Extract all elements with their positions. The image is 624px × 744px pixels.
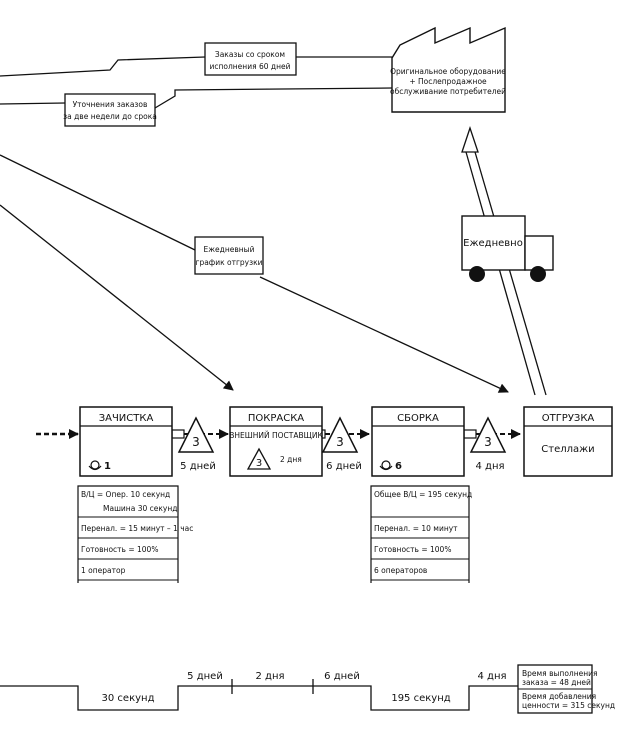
process-painting bbox=[229, 406, 323, 477]
shipment-arrow-head bbox=[461, 125, 479, 153]
painting-inventory-triangle bbox=[246, 447, 272, 470]
process-assembly-operators: 6 bbox=[395, 461, 402, 472]
painting-inventory-count: 3 bbox=[256, 458, 262, 469]
schedule-arrow-to-cleaning bbox=[0, 204, 234, 391]
callout-order-updates bbox=[64, 93, 156, 127]
callout-daily-schedule-line2: график отгрузки bbox=[196, 258, 263, 267]
customer-line3: обслуживание потребителей bbox=[390, 87, 506, 96]
data-box-assembly bbox=[370, 485, 470, 583]
cleaning-data-1: В/Ц = Опер. 10 секунд bbox=[81, 490, 170, 499]
timeline-wait-3: 6 дней bbox=[324, 671, 360, 682]
inventory-count-2: 3 bbox=[336, 435, 344, 449]
assembly-data-2: Перенал. = 10 минут bbox=[374, 524, 458, 533]
cleaning-data-5: 1 оператор bbox=[81, 566, 126, 575]
painting-inventory-label: 2 дня bbox=[280, 455, 302, 464]
shipment-arrow-shaft-right bbox=[474, 151, 547, 396]
electronic-flow-line-updates bbox=[0, 102, 66, 105]
inventory-label-3: 4 дня bbox=[475, 461, 504, 472]
inventory-triangle-3 bbox=[469, 416, 507, 453]
cleaning-data-4: Готовность = 100% bbox=[81, 545, 158, 554]
shipment-arrow bbox=[461, 125, 547, 396]
assembly-data-1: Общее В/Ц = 195 секунд bbox=[374, 490, 472, 499]
cleaning-data-2: Машина 30 секунд bbox=[103, 504, 177, 513]
inventory-count-1: 3 bbox=[192, 435, 200, 449]
assembly-data-3: Готовность = 100% bbox=[374, 545, 451, 554]
process-cleaning-title: ЗАЧИСТКА bbox=[99, 413, 154, 424]
schedule-arrow-to-shipping bbox=[259, 276, 509, 393]
timeline-wait-2: 2 дня bbox=[255, 671, 284, 682]
callout-orders-60-line1: Заказы со сроком bbox=[215, 50, 285, 59]
customer-factory bbox=[391, 26, 506, 113]
truck-cab bbox=[524, 235, 554, 271]
timeline-wait-1: 5 дней bbox=[187, 671, 223, 682]
customer-line1: Оригинальное оборудование bbox=[390, 67, 506, 76]
timeline-summary-box bbox=[517, 664, 593, 714]
electronic-flow-line-updates-b bbox=[154, 87, 393, 109]
operator-icon bbox=[379, 460, 393, 471]
process-shipping-title: ОТГРУЗКА bbox=[542, 413, 595, 424]
callout-orders-60 bbox=[204, 42, 297, 76]
customer-line2: + Послепродажное bbox=[409, 77, 487, 86]
callout-orders-60-line2: исполнения 60 дней bbox=[210, 62, 291, 71]
process-assembly-title: СБОРКА bbox=[397, 413, 439, 424]
operator-icon bbox=[88, 460, 102, 471]
inventory-label-1: 5 дней bbox=[180, 461, 216, 472]
truck-body bbox=[461, 215, 526, 271]
timeline-line bbox=[0, 685, 518, 711]
schedule-line-left bbox=[0, 154, 196, 251]
inventory-triangle-2 bbox=[321, 416, 359, 453]
shipment-arrow-shaft-left bbox=[465, 151, 536, 396]
callout-daily-schedule-line1: Ежедневный bbox=[204, 245, 255, 254]
process-painting-subtitle: ВНЕШНИЙ ПОСТАВЩИК bbox=[229, 431, 323, 440]
factory-icon bbox=[391, 26, 506, 113]
truck-icon bbox=[461, 215, 554, 282]
callout-order-updates-line1: Уточнения заказов bbox=[73, 100, 148, 109]
process-cleaning-operators: 1 bbox=[104, 461, 111, 472]
timeline-wait-4: 4 дня bbox=[477, 671, 506, 682]
truck-label: Ежедневно bbox=[463, 238, 523, 249]
inventory-count-3: 3 bbox=[484, 435, 492, 449]
summary-lead-time-1: Время выполнения bbox=[522, 669, 598, 678]
summary-value-time-1: Время добавления bbox=[522, 692, 596, 701]
timeline-process-1: 30 секунд bbox=[102, 693, 155, 704]
inventory-label-2: 6 дней bbox=[326, 461, 362, 472]
summary-value-time-2: ценности = 315 секунд bbox=[522, 701, 615, 710]
process-painting-title: ПОКРАСКА bbox=[248, 413, 304, 424]
inventory-triangle-1 bbox=[177, 416, 215, 453]
assembly-data-4: 6 операторов bbox=[374, 566, 427, 575]
process-shipping bbox=[523, 406, 613, 477]
truck-wheel-rear bbox=[469, 266, 485, 282]
callout-daily-schedule bbox=[194, 236, 264, 275]
process-cleaning bbox=[79, 406, 173, 477]
timeline-process-2: 195 секунд bbox=[391, 693, 450, 704]
process-shipping-subtitle: Стеллажи bbox=[541, 444, 594, 455]
cleaning-data-3: Перенал. = 15 минут – 1 час bbox=[81, 524, 193, 533]
data-box-cleaning bbox=[77, 485, 179, 583]
electronic-flow-line-orders bbox=[0, 56, 206, 77]
truck-wheel-front bbox=[530, 266, 546, 282]
process-assembly bbox=[371, 406, 465, 477]
summary-lead-time-2: заказа = 48 дней bbox=[522, 678, 591, 687]
callout-order-updates-line2: за две недели до срока bbox=[63, 112, 157, 121]
